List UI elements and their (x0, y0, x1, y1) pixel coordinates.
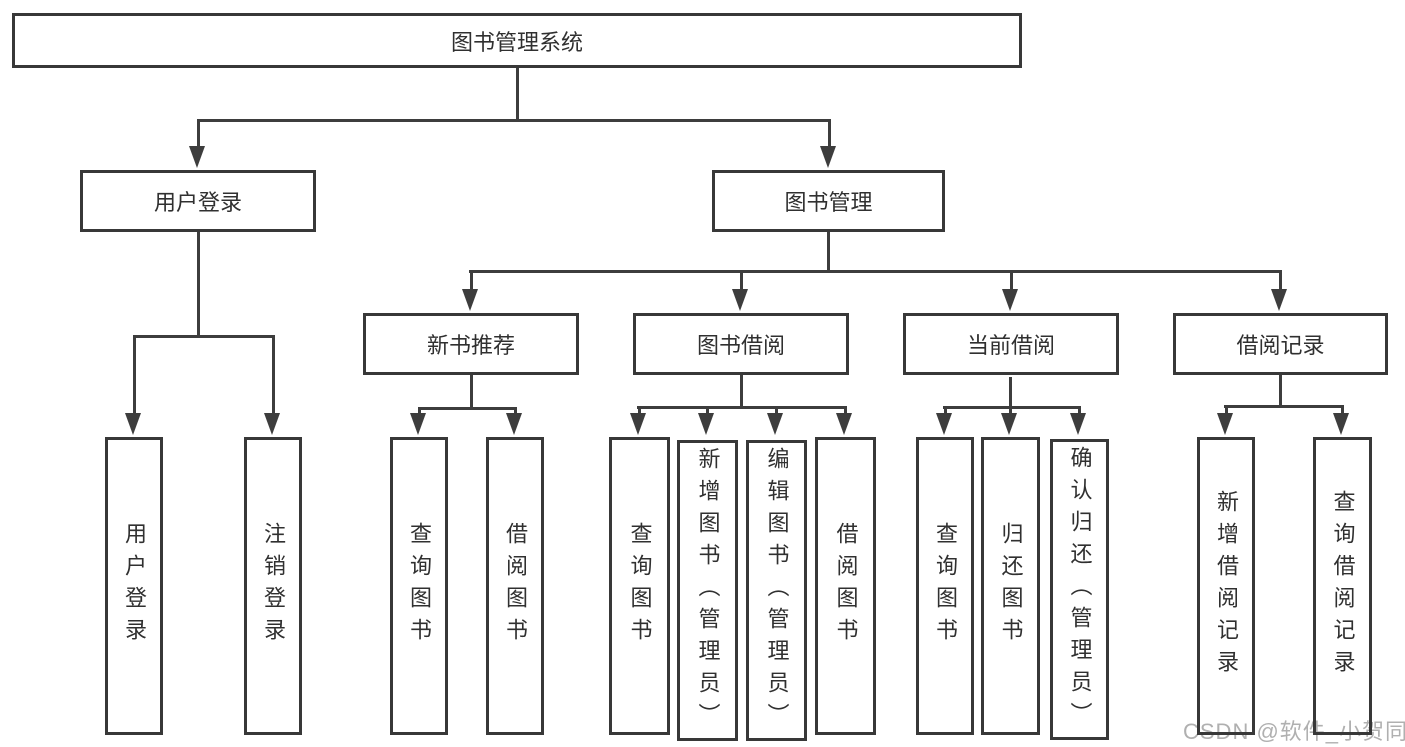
node-leaf-user-login: 用户登录 (105, 437, 163, 735)
arrow-down-icon (462, 289, 478, 311)
connector-vline (1009, 377, 1012, 409)
connector-arrow-stem (740, 270, 743, 293)
node-label: 注销登录 (261, 522, 286, 650)
connector-arrow-stem (1078, 406, 1081, 417)
connector-arrow-stem (1009, 406, 1012, 417)
connector-vline (740, 375, 743, 409)
node-leaf-add-books-admin: 新增图书（管理员） (677, 440, 738, 741)
connector-arrow-stem (470, 270, 473, 293)
connector-arrow-stem (514, 407, 517, 417)
node-leaf-confirm-return-admin: 确认归还（管理员） (1050, 439, 1109, 740)
node-borrowing-records: 借阅记录 (1173, 313, 1388, 375)
connector-vline (827, 232, 830, 273)
arrow-down-icon (1271, 289, 1287, 311)
arrow-down-icon (1001, 413, 1017, 435)
node-label: 查询图书 (933, 522, 958, 650)
node-label: 确认归还（管理员） (1067, 445, 1093, 734)
connector-vline (516, 68, 519, 122)
arrow-down-icon (767, 413, 783, 435)
connector-arrow-stem (133, 335, 136, 417)
arrow-down-icon (1070, 413, 1086, 435)
arrow-down-icon (264, 413, 280, 435)
arrow-down-icon (698, 413, 714, 435)
node-user-login: 用户登录 (80, 170, 316, 232)
node-label: 编辑图书（管理员） (764, 446, 790, 735)
connector-hline (943, 406, 1081, 409)
node-leaf-query-borrow-record: 查询借阅记录 (1313, 437, 1372, 735)
node-leaf-borrow-books-1: 借阅图书 (486, 437, 544, 735)
node-label: 新增借阅记录 (1214, 490, 1239, 682)
connector-arrow-stem (1279, 270, 1282, 293)
arrow-down-icon (630, 413, 646, 435)
node-book-borrowing: 图书借阅 (633, 313, 849, 375)
connector-hline (133, 335, 275, 338)
arrow-down-icon (125, 413, 141, 435)
node-leaf-query-books-3: 查询图书 (916, 437, 974, 735)
connector-vline (470, 375, 473, 410)
arrow-down-icon (1217, 413, 1233, 435)
csdn-watermark: CSDN @软件_小贺同学 (1183, 719, 1405, 744)
connector-arrow-stem (197, 119, 200, 150)
node-label: 查询图书 (407, 522, 432, 650)
arrow-down-icon (189, 146, 205, 168)
arrow-down-icon (732, 289, 748, 311)
node-new-book-recommend: 新书推荐 (363, 313, 579, 375)
arrow-down-icon (506, 413, 522, 435)
connector-vline (1279, 375, 1282, 408)
node-label: 新增图书（管理员） (695, 446, 721, 735)
connector-arrow-stem (272, 335, 275, 417)
connector-arrow-stem (944, 406, 947, 417)
arrow-down-icon (836, 413, 852, 435)
connector-arrow-stem (1225, 405, 1228, 417)
connector-hline (418, 407, 517, 410)
node-leaf-borrow-books-2: 借阅图书 (815, 437, 876, 735)
connector-arrow-stem (706, 406, 709, 417)
arrow-down-icon (1002, 289, 1018, 311)
connector-hline (637, 406, 847, 409)
connector-arrow-stem (418, 407, 421, 417)
node-book-management: 图书管理 (712, 170, 945, 232)
node-label: 借阅图书 (503, 522, 528, 650)
node-current-borrowing: 当前借阅 (903, 313, 1119, 375)
arrow-down-icon (936, 413, 952, 435)
node-library-management-system: 图书管理系统 (12, 13, 1022, 68)
node-leaf-query-books-1: 查询图书 (390, 437, 448, 735)
connector-hline (197, 119, 831, 122)
node-leaf-query-books-2: 查询图书 (609, 437, 670, 735)
connector-arrow-stem (844, 406, 847, 417)
node-label: 借阅图书 (833, 522, 859, 650)
connector-hline (469, 270, 1282, 273)
arrow-down-icon (410, 413, 426, 435)
connector-arrow-stem (1010, 270, 1013, 293)
node-label: 用户登录 (122, 522, 147, 650)
node-label: 查询借阅记录 (1330, 490, 1356, 682)
connector-arrow-stem (775, 406, 778, 417)
node-leaf-return-books: 归还图书 (981, 437, 1040, 735)
connector-arrow-stem (638, 406, 641, 417)
node-leaf-add-borrow-record: 新增借阅记录 (1197, 437, 1255, 735)
connector-arrow-stem (1341, 405, 1344, 417)
node-label: 查询图书 (627, 522, 653, 650)
connector-vline (197, 232, 200, 338)
node-leaf-edit-books-admin: 编辑图书（管理员） (746, 440, 807, 741)
node-leaf-logout: 注销登录 (244, 437, 302, 735)
connector-hline (1224, 405, 1344, 408)
arrow-down-icon (820, 146, 836, 168)
node-label: 归还图书 (998, 522, 1024, 650)
connector-arrow-stem (828, 119, 831, 150)
arrow-down-icon (1333, 413, 1349, 435)
